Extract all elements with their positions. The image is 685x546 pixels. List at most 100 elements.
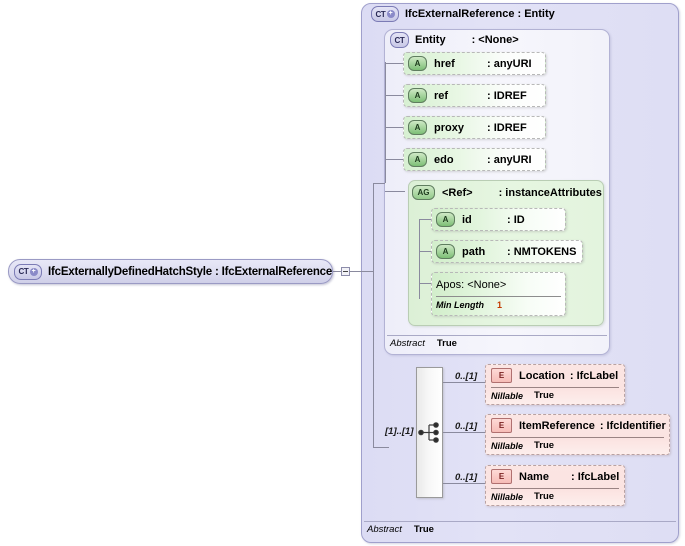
- attribute-name: proxy: [434, 121, 464, 134]
- outer-abstract-divider: [364, 521, 676, 522]
- element-header: E Name : IfcLabel: [486, 466, 624, 484]
- root-expander-icon[interactable]: [341, 267, 350, 276]
- complex-type-plus-icon[interactable]: CT+: [371, 6, 399, 22]
- attribute-name: id: [462, 213, 472, 226]
- location-cardinality: 0..[1]: [455, 371, 478, 382]
- facet-divider: [436, 296, 561, 297]
- attribute-ref[interactable]: A ref : IDREF: [403, 84, 546, 107]
- attribute-type: : anyURI: [487, 57, 532, 70]
- element-icon: E: [491, 368, 512, 383]
- element-name: Location: [519, 369, 565, 382]
- attribute-badge-text: A: [436, 278, 444, 291]
- attribute-type: : ID: [507, 213, 525, 226]
- element-meta-key: Nillable: [491, 491, 524, 502]
- ct-badge-text: CT: [375, 9, 386, 19]
- element-type: : IfcIdentifier: [599, 419, 666, 432]
- attribute-name: href: [434, 57, 455, 70]
- attribute-badge-text: A: [442, 215, 449, 224]
- attribute-group-title[interactable]: AG <Ref> : instanceAttributes: [412, 185, 602, 200]
- ct-badge-text: CT: [394, 35, 405, 45]
- attribute-edo[interactable]: A edo : anyURI: [403, 148, 546, 171]
- attribute-type: : NMTOKENS: [507, 245, 577, 258]
- attribute-type: : <None>: [461, 278, 507, 291]
- attribute-icon: A: [408, 120, 427, 135]
- element-name: ItemReference: [519, 419, 595, 432]
- attribute-icon: A: [408, 152, 427, 167]
- branch-id-line: [419, 219, 431, 220]
- sequence-compositor-icon: [418, 422, 439, 443]
- name-cardinality: 0..[1]: [455, 472, 478, 483]
- attribute-type: : anyURI: [487, 153, 532, 166]
- attribute-type: : IDREF: [487, 121, 527, 134]
- outer-abstract-key: Abstract: [367, 524, 402, 535]
- element-meta-key: Nillable: [491, 390, 524, 401]
- attribute-icon: A: [436, 212, 455, 227]
- element-badge-text: E: [498, 371, 505, 380]
- sequence-to-itemreference-line: [443, 432, 485, 433]
- element-meta-value: True: [534, 440, 555, 451]
- trunk-to-sequence-line: [373, 447, 389, 448]
- entity-name: Entity: [415, 34, 446, 46]
- root-to-trunk-line: [350, 271, 373, 272]
- element-meta-value: True: [534, 491, 555, 502]
- element-badge-text: E: [498, 421, 505, 430]
- element-icon: E: [491, 469, 512, 484]
- attribute-name: pos: [443, 278, 462, 291]
- attribute-badge-text: A: [414, 155, 421, 164]
- entity-abstract-value: True: [436, 338, 457, 349]
- facet-value: 1: [497, 300, 503, 310]
- outer-title-label: IfcExternalReference : Entity: [405, 8, 555, 20]
- element-icon: E: [491, 418, 512, 433]
- element-location[interactable]: E Location : IfcLabel Nillable True: [485, 364, 625, 405]
- attribute-name: path: [462, 245, 486, 258]
- attribute-group-name: <Ref>: [442, 186, 473, 199]
- branch-href-line: [385, 63, 403, 64]
- root-node-ifc-externally-defined-hatch-style[interactable]: CT+ IfcExternallyDefinedHatchStyle : Ifc…: [8, 259, 333, 284]
- element-divider: [491, 387, 619, 388]
- plus-icon: +: [29, 267, 38, 276]
- outer-abstract-value: True: [413, 524, 434, 535]
- element-divider: [491, 437, 664, 438]
- element-meta-key: Nillable: [491, 440, 524, 451]
- facet-key: Min Length: [436, 300, 484, 310]
- trunk-to-entity-line: [373, 183, 385, 184]
- element-name: Name: [519, 470, 549, 483]
- element-meta: Nillable True: [486, 489, 624, 502]
- attribute-icon: A: [436, 244, 455, 259]
- element-header: E Location : IfcLabel: [486, 365, 624, 383]
- branch-ref-line: [385, 95, 403, 96]
- attribute-proxy[interactable]: A proxy : IDREF: [403, 116, 546, 139]
- complex-type-plus-icon[interactable]: CT+: [14, 263, 42, 280]
- attribute-id[interactable]: A id : ID: [431, 208, 566, 231]
- ct-badge-text: CT: [18, 267, 29, 276]
- complex-type-icon[interactable]: CT: [390, 32, 409, 48]
- ag-badge-text: AG: [417, 188, 430, 197]
- element-meta: Nillable True: [486, 438, 669, 451]
- attribute-name: ref: [434, 89, 449, 102]
- sequence-compositor[interactable]: [416, 367, 443, 498]
- attribute-trunk-line: [385, 62, 386, 183]
- branch-edo-line: [385, 159, 403, 160]
- element-type: : IfcLabel: [570, 470, 620, 483]
- sequence-to-location-line: [443, 382, 485, 383]
- attribute-icon: A: [408, 56, 427, 71]
- attribute-href[interactable]: A href : anyURI: [403, 52, 546, 75]
- attribute-pos[interactable]: A pos : <None> Min Length 1: [431, 272, 566, 316]
- entity-abstract-divider: [387, 335, 607, 336]
- branch-proxy-line: [385, 127, 403, 128]
- entity-abstract-key: Abstract: [390, 338, 425, 349]
- attribute-badge-text: A: [414, 59, 421, 68]
- outer-container-title: CT+ IfcExternalReference : Entity: [371, 6, 555, 22]
- sequence-to-name-line: [443, 483, 485, 484]
- group-member-trunk-line: [419, 219, 420, 299]
- root-stub-line: [333, 271, 341, 272]
- element-divider: [491, 488, 619, 489]
- element-badge-text: E: [498, 472, 505, 481]
- element-type: : IfcLabel: [569, 369, 619, 382]
- element-itemreference[interactable]: E ItemReference : IfcIdentifier Nillable…: [485, 414, 670, 455]
- element-name[interactable]: E Name : IfcLabel Nillable True: [485, 465, 625, 506]
- branch-path-line: [419, 251, 431, 252]
- attribute-path[interactable]: A path : NMTOKENS: [431, 240, 583, 263]
- attribute-group-icon: AG: [412, 185, 435, 200]
- sequence-cardinality: [1]..[1]: [385, 426, 414, 437]
